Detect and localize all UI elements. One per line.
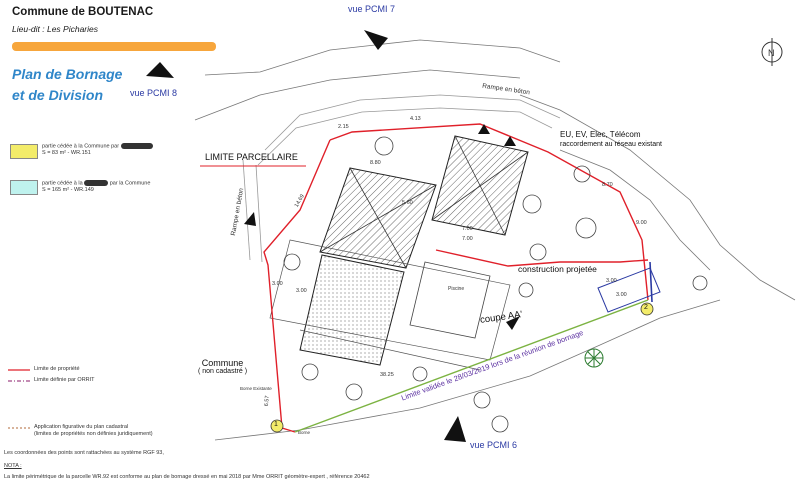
label-raccordement: raccordement au réseau existant: [560, 141, 662, 148]
legend-cadastre-line1: Application figurative du plan cadastral: [34, 424, 129, 430]
dimension-label: 2.15: [338, 124, 349, 130]
boundary-point-1: [270, 419, 284, 433]
boundary-point-2: [640, 302, 654, 316]
property-limit-red: [200, 123, 649, 433]
view-arrows-small: [244, 124, 520, 330]
label-borne-existante: Borne Existante: [240, 386, 272, 391]
view-arrow-pcmi7-icon: [364, 30, 388, 50]
legend-cyan-line1b: par la Commune: [109, 180, 151, 187]
view-label-pcmi6: vue PCMI 6: [470, 440, 518, 450]
dimension-label: 9.00: [636, 220, 647, 226]
label-piscine: Piscine: [448, 286, 465, 292]
dimension-label: 3.00: [272, 281, 283, 287]
label-eu-line: EU, EV, Elec, Télécom: [560, 130, 641, 139]
label-construction: construction projetée: [518, 264, 597, 274]
legend-cadastre-line2: (limites de propriétés non définies juri…: [34, 431, 153, 437]
dimension-label: 5.60: [402, 200, 413, 206]
nota-label: NOTA :: [4, 463, 22, 469]
plan-title-line1: Plan de Bornage: [12, 66, 123, 82]
label-borne: Borne: [298, 430, 311, 435]
legend-cyan-text: partie cédée à la par la Commune S = 165…: [42, 180, 150, 194]
dimension-label: 6.57: [263, 395, 271, 407]
view-label-pcmi7: vue PCMI 7: [348, 4, 396, 14]
label-commune-name: Commune: [201, 358, 244, 368]
north-arrow-icon: N: [761, 38, 783, 66]
pool: [409, 261, 491, 339]
commune-title: Commune de BOUTENAC: [12, 6, 154, 18]
svg-text:N: N: [768, 48, 775, 58]
redaction-bar: [12, 42, 216, 51]
cadastral-outline: [194, 39, 796, 441]
legend-cyan-line2: S = 165 m² - WR.149: [42, 187, 94, 194]
existing-building-left: [319, 167, 437, 269]
ramp-top: [257, 94, 561, 166]
label-point-2: 2: [644, 304, 648, 311]
redaction-mark: [84, 180, 109, 186]
dimension-label: 4.13: [410, 116, 421, 122]
view-arrow-pcmi8-icon: [146, 62, 174, 78]
legend-limite-propriete: Limite de propriété: [34, 366, 80, 372]
shrub-icon: [584, 348, 604, 368]
label-networks: EU, EV, Elec, Télécom raccordement au ré…: [560, 130, 662, 150]
dimension-label: 7.00: [462, 226, 473, 232]
lieu-dit: Lieu-dit : Les Picharies: [12, 24, 98, 34]
legend-yellow-line1: partie cédée à la Commune par: [42, 143, 120, 150]
legend-limite-orrit: Limite définie par ORRIT: [34, 377, 95, 383]
legend-coords: Les coordonnées des points sont rattaché…: [4, 450, 164, 456]
legend-cyan-line1: partie cédée à la: [42, 180, 83, 187]
dimension-label: 3.00: [296, 288, 307, 294]
redaction-mark: [120, 143, 153, 149]
validated-limit-green: [294, 299, 649, 433]
existing-building-right: [431, 135, 529, 236]
parking-box: [597, 261, 661, 313]
terrace-lines: [269, 239, 511, 371]
dimension-label: 8.80: [370, 160, 381, 166]
legend-yellow-text: partie cédée à la Commune par S = 83 m² …: [42, 143, 153, 157]
nota-text: La limite périmétrique de la parcelle WR…: [4, 474, 370, 480]
view-arrow-pcmi6-icon: [444, 416, 466, 442]
plan-title: Plan de Bornage et de Division: [12, 64, 122, 106]
plan-title-line2: et de Division: [12, 87, 104, 103]
dimension-label: 38.25: [380, 372, 394, 378]
projected-construction: [299, 254, 405, 366]
legend-yellow-line2: S = 83 m² - WR.151: [42, 150, 91, 157]
dimension-label: 8.70: [602, 182, 613, 188]
dimension-label: 7.00: [462, 236, 473, 242]
label-point-1: 1: [274, 421, 278, 428]
ramp-left: [242, 159, 263, 263]
dimension-label: 3.00: [616, 292, 627, 298]
legend-cyan-swatch: [10, 180, 38, 195]
legend-yellow-swatch: [10, 144, 38, 159]
legend-cadastre: Application figurative du plan cadastral…: [34, 424, 153, 438]
label-limite-parcellaire: LIMITE PARCELLAIRE: [205, 152, 298, 162]
view-label-pcmi8: vue PCMI 8: [130, 88, 178, 98]
label-commune: Commune ( non cadastré ): [198, 358, 247, 375]
label-non-cadastre: ( non cadastré ): [198, 368, 248, 375]
trees: [283, 136, 708, 433]
dimension-label: 3.00: [606, 278, 617, 284]
